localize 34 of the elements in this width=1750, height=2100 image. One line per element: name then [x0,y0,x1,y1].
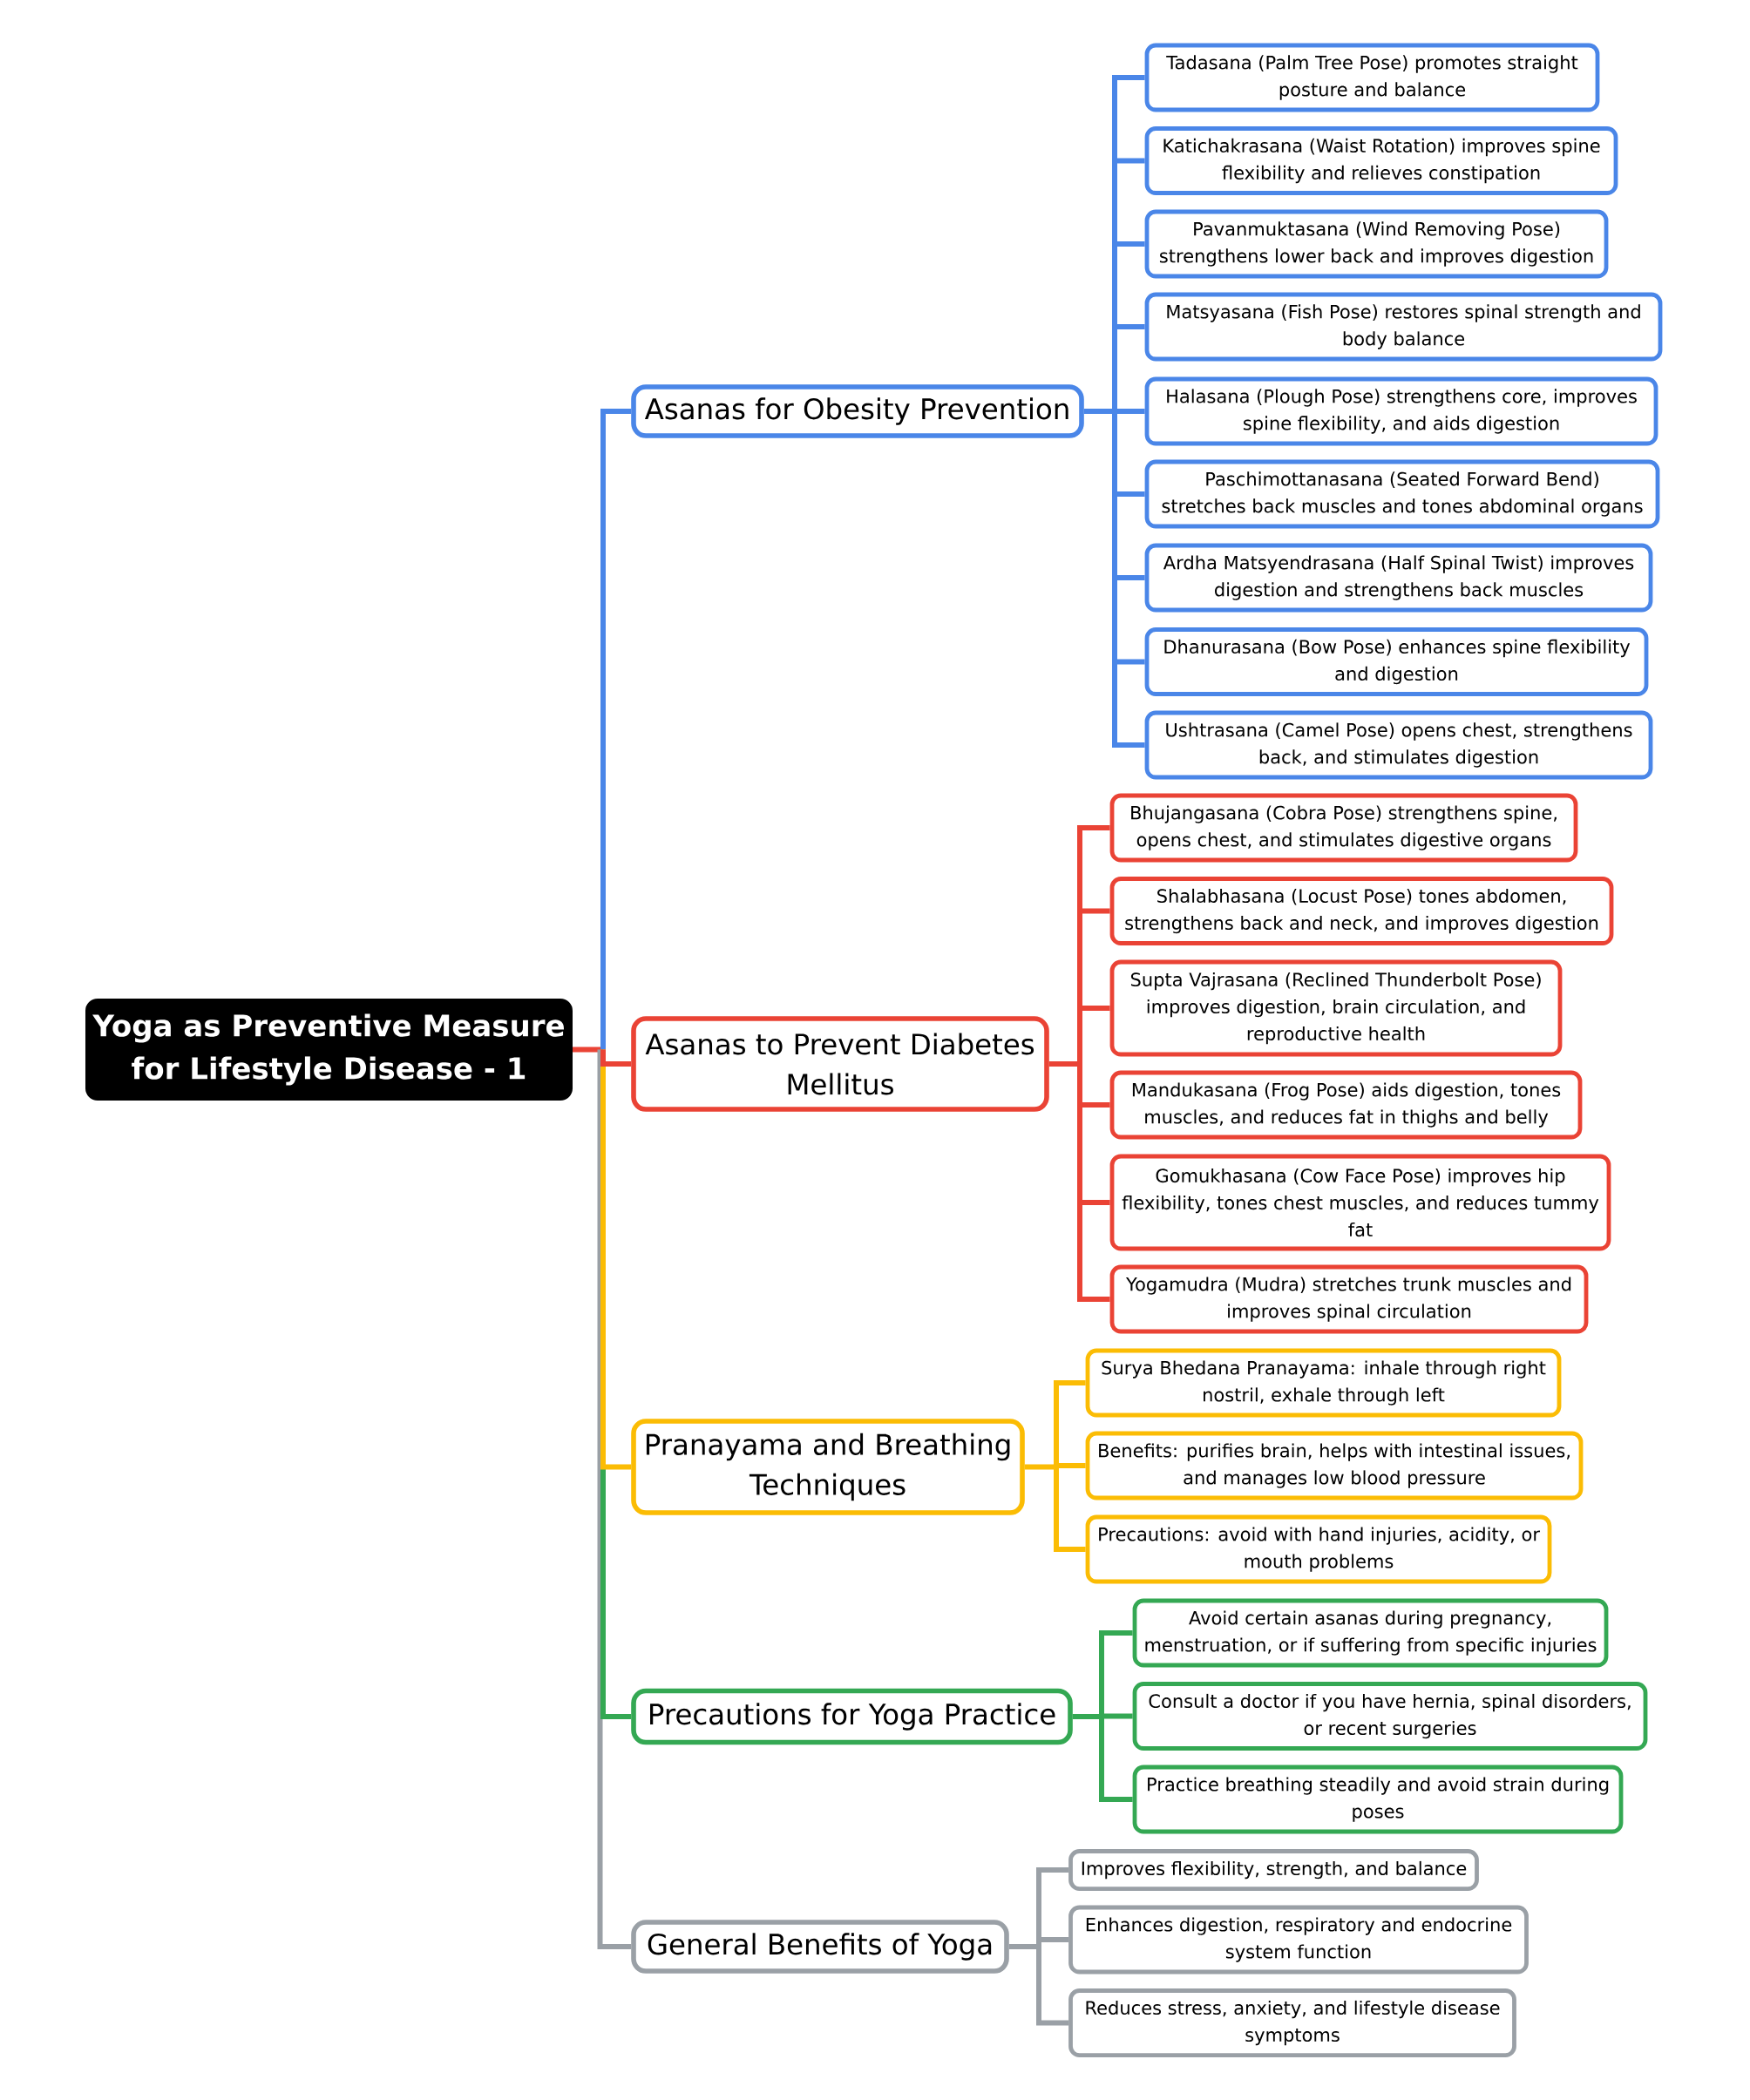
subtopic-box: Shalabhasana (Locust Pose) tones abdomen, strengthens back and neck, and improves digestion [1109,877,1614,945]
subtopic-box: Enhances digestion, respiratory and endocrine system function [1068,1905,1529,1975]
subtopic-box: Paschimottanasana (Seated Forward Bend) stretches back muscles and tones abdominal organs [1144,459,1660,529]
branch-box: Precautions for Yoga Practice [631,1688,1073,1745]
subtopic-box: Pavanmuktasana (Wind Removing Pose) strengthens lower back and improves digestion [1144,209,1609,279]
connector [597,1049,632,1949]
subtopic-box: Katichakrasana (Waist Rotation) improves spine flexibility and relieves constipation [1144,126,1618,195]
subtopic-box: Bhujangasana (Cobra Pose) strengthens spine, opens chest, and stimulates digestive organs [1109,793,1578,863]
subtopic-box: Mandukasana (Frog Pose) aids digestion, tones muscles, and reduces fat in thighs and belly [1109,1070,1583,1140]
central-topic-box: Yoga as Preventive Measure for Lifestyle Disease - 1 [85,999,573,1101]
subtopic-box: Dhanurasana (Bow Pose) enhances spine flexibility and digestion [1144,627,1649,696]
branch-box: General Benefits of Yoga [631,1920,1009,1974]
subtopic-box: Consult a doctor if you have hernia, spinal disorders, or recent surgeries [1132,1682,1648,1751]
connector [600,1049,632,1067]
branch-box: Asanas for Obesity Prevention [631,384,1084,438]
subtopic-box: Ardha Matsyendrasana (Half Spinal Twist) improves digestion and strengthens back muscles [1144,543,1653,613]
subtopic-box: Halasana (Plough Pose) strengthens core, improves spine flexibility, and aids digestion [1144,376,1658,446]
connector [600,409,632,1050]
subtopic-box: Practice breathing steadily and avoid strain during poses [1132,1765,1624,1834]
branch-box: Pranayama and Breathing Techniques [631,1419,1025,1515]
connector [573,1047,603,1053]
subtopic-box: Supta Vajrasana (Reclined Thunderbolt Pose) improves digestion, brain circulation, and reproductive health [1109,959,1563,1057]
subtopic-box: Ushtrasana (Camel Pose) opens chest, strengthens back, and stimulates digestion [1144,710,1653,780]
branch-box: Asanas to Prevent Diabetes Mellitus [631,1016,1049,1112]
subtopic-box: Matsyasana (Fish Pose) restores spinal strength and body balance [1144,292,1663,362]
subtopic-box: Yogamudra (Mudra) stretches trunk muscles and improves spinal circulation [1109,1264,1589,1334]
subtopic-box: Gomukhasana (Cow Face Pose) improves hip flexibility, tones chest muscles, and reduces tummy fat [1109,1154,1611,1251]
subtopic-box: Avoid certain asanas during pregnancy, menstruation, or if suffering from specific injuries [1132,1598,1609,1668]
subtopic-box: Improves flexibility, strength, and balance [1068,1849,1479,1891]
subtopic-box: Precautions: avoid with hand injuries, acidity, or mouth problems [1085,1514,1552,1584]
subtopic-box: Benefits: purifies brain, helps with intestinal issues, and manages low blood pressure [1085,1431,1584,1500]
subtopic-box: Surya Bhedana Pranayama: inhale through right nostril, exhale through left [1085,1348,1562,1418]
subtopic-box: Tadasana (Palm Tree Pose) promotes straight posture and balance [1144,43,1600,112]
subtopic-box: Reduces stress, anxiety, and lifestyle disease symptoms [1068,1988,1516,2057]
